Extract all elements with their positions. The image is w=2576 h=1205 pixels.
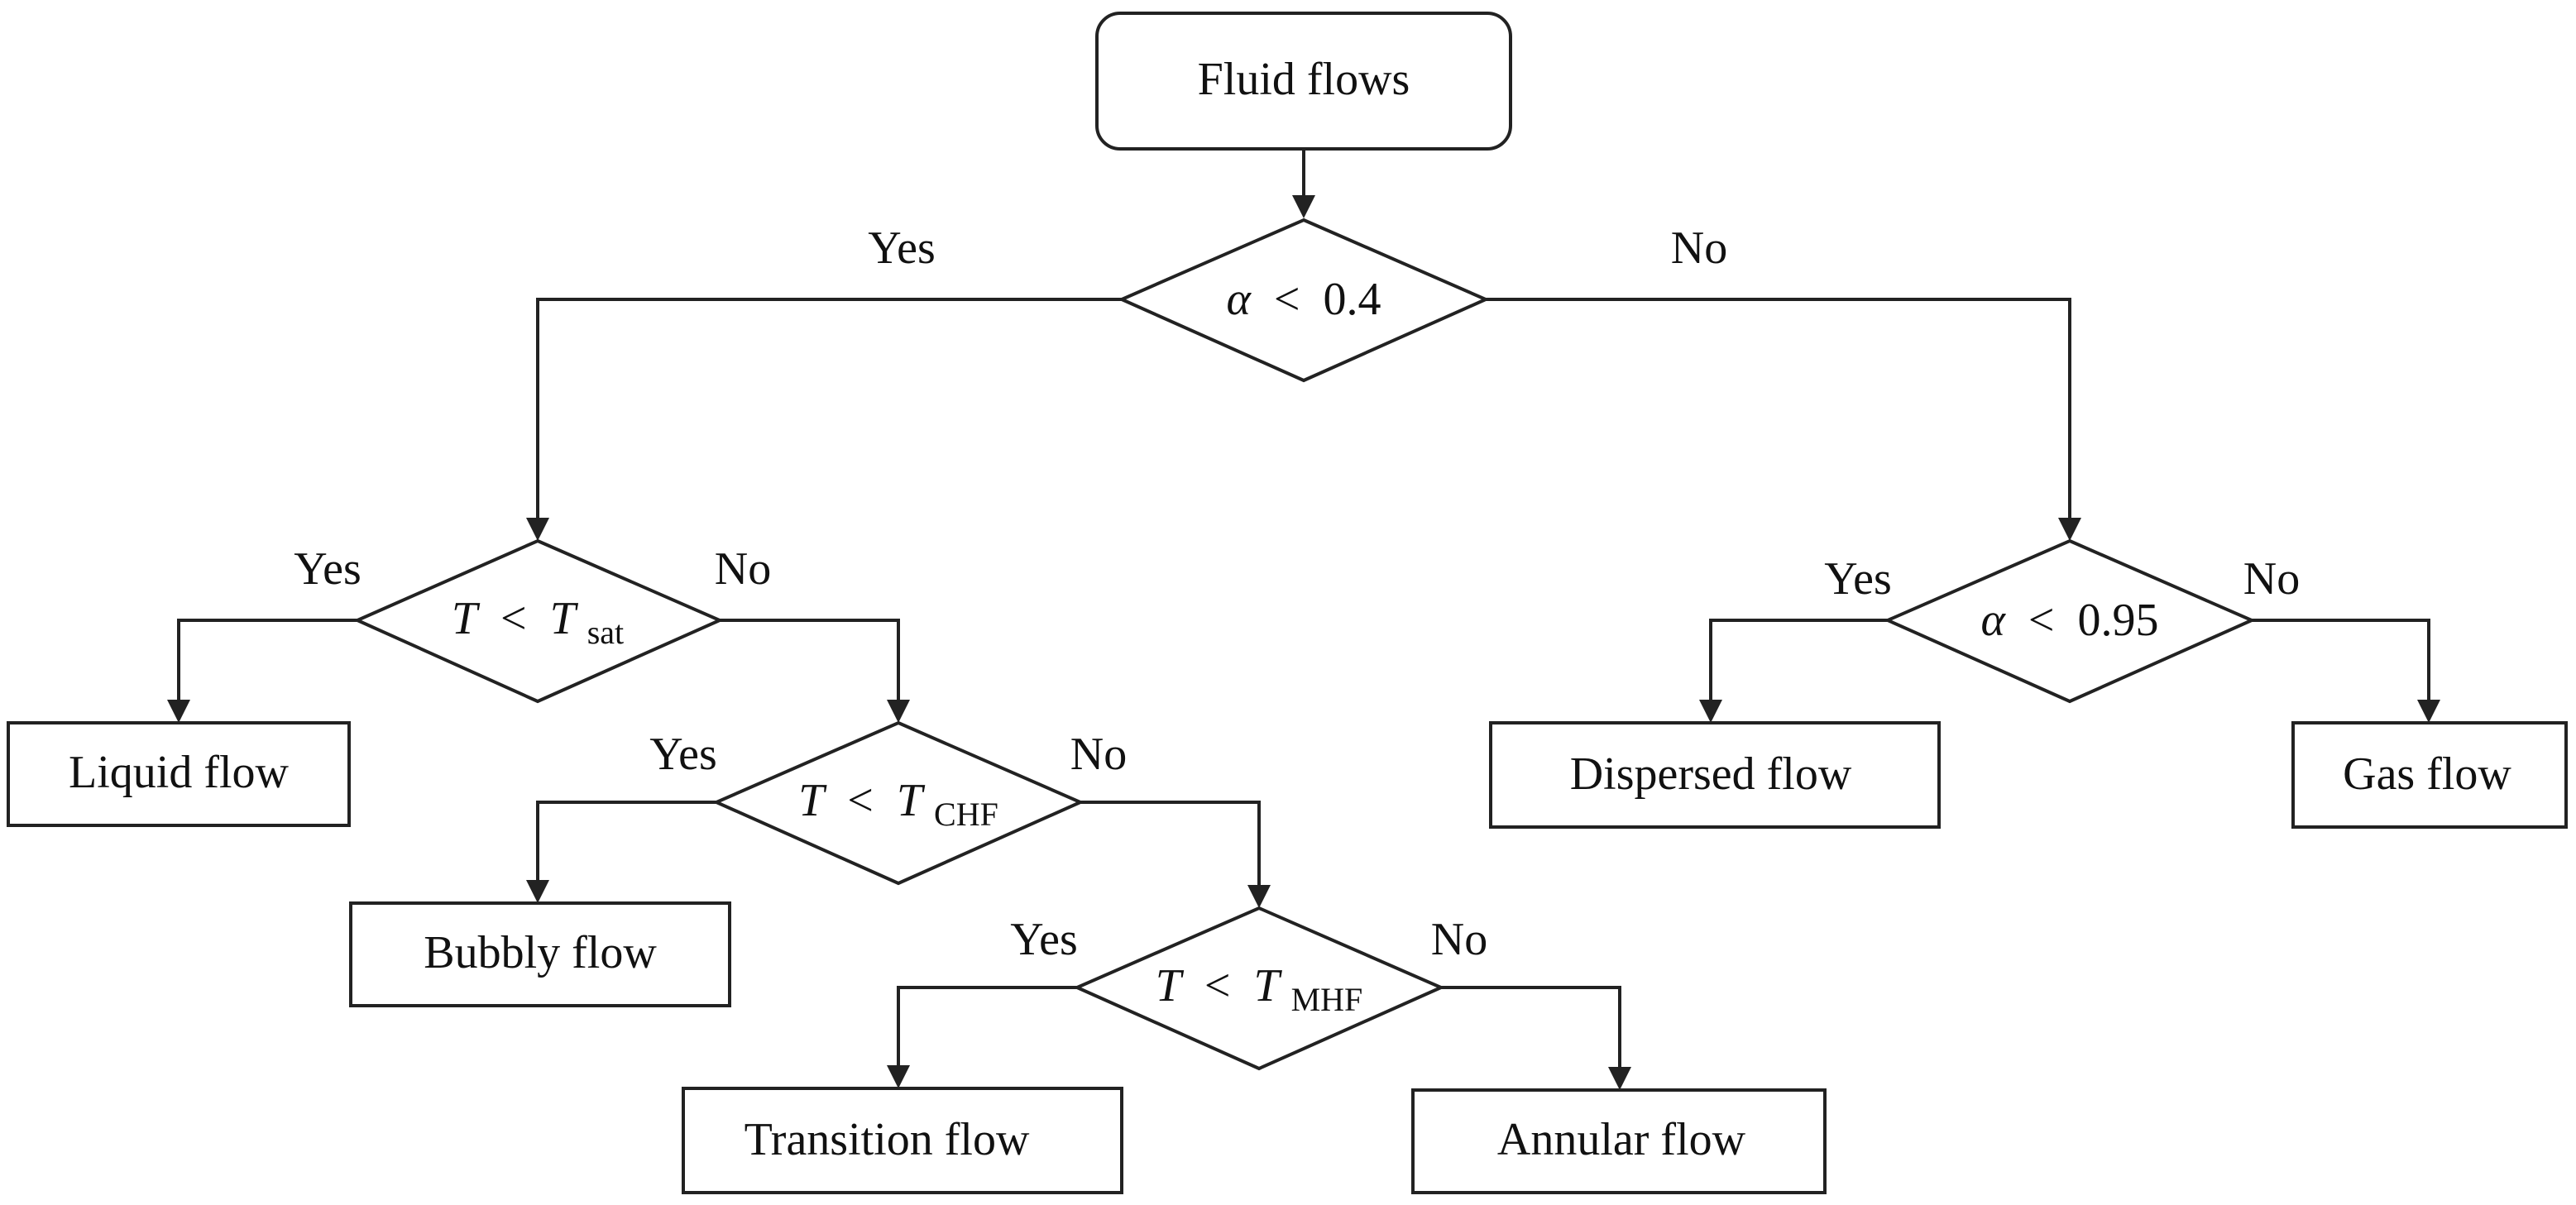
decision-alpha-0-95-no-label: No xyxy=(2243,553,2300,605)
outcome-bubbly-flow: Bubbly flow xyxy=(349,901,731,1007)
decision-alpha-0-95-yes-label: Yes xyxy=(1824,553,1891,605)
decision-alpha-0-4-no-label: No xyxy=(1671,222,1727,274)
outcome-dispersed-flow-label: Dispersed flow xyxy=(1570,748,1852,800)
arrowhead xyxy=(526,880,549,903)
decision-t-sat-no-label: No xyxy=(715,543,771,595)
decision-t-mhf: T < T MHF Yes No xyxy=(1010,906,1487,1071)
arrowhead xyxy=(1292,195,1315,218)
connector-tmhf-yes xyxy=(897,986,1077,1067)
decision-alpha-0-4-label: α < 0.4 xyxy=(1227,274,1381,325)
outcome-annular-flow-label: Annular flow xyxy=(1497,1114,1746,1165)
outcome-transition-flow-label: Transition flow xyxy=(745,1114,1030,1165)
connector-alpha095-no xyxy=(2252,619,2430,701)
arrowhead xyxy=(1608,1067,1631,1090)
outcome-dispersed-flow: Dispersed flow xyxy=(1489,721,1941,829)
connector-tchf-yes xyxy=(536,801,716,882)
outcome-gas-flow: Gas flow xyxy=(2291,721,2568,829)
start-label: Fluid flows xyxy=(1198,54,1410,105)
arrowhead xyxy=(1247,885,1271,908)
decision-t-sat: T < T sat Yes No xyxy=(294,538,771,704)
decision-t-mhf-label: T < T MHF xyxy=(1156,960,1363,1018)
decision-alpha-0-95-label: α < 0.95 xyxy=(1981,595,2159,646)
decision-t-mhf-yes-label: Yes xyxy=(1010,914,1077,965)
arrowhead xyxy=(887,700,910,723)
decision-t-chf: T < T CHF Yes No xyxy=(649,720,1127,886)
decision-alpha-0-95: α < 0.95 Yes No xyxy=(1824,538,2300,704)
connector-tchf-no xyxy=(1080,801,1261,887)
outcome-bubbly-flow-label: Bubbly flow xyxy=(424,927,657,978)
arrowhead xyxy=(2058,518,2081,541)
connector-alpha04-no xyxy=(1486,298,2071,519)
arrowhead xyxy=(167,700,190,723)
arrowhead xyxy=(526,518,549,541)
decision-t-chf-label: T < T CHF xyxy=(798,775,998,833)
decision-t-chf-no-label: No xyxy=(1070,729,1127,780)
connector-tsat-yes xyxy=(177,619,357,701)
connector-alpha095-yes xyxy=(1709,619,1888,701)
arrowhead xyxy=(887,1065,910,1088)
decision-t-mhf-no-label: No xyxy=(1431,914,1487,965)
connector-alpha04-yes xyxy=(536,298,1122,519)
decision-t-sat-label: T < T sat xyxy=(452,593,624,651)
outcome-liquid-flow-label: Liquid flow xyxy=(69,747,290,798)
decision-alpha-0-4-yes-label: Yes xyxy=(868,222,935,274)
outcome-transition-flow: Transition flow xyxy=(682,1087,1123,1194)
arrowhead xyxy=(2417,700,2440,723)
connector-tmhf-no xyxy=(1441,986,1621,1069)
decision-alpha-0-4: α < 0.4 Yes No xyxy=(868,218,1727,383)
connector-tsat-no xyxy=(720,619,900,701)
arrowhead xyxy=(1699,700,1722,723)
decision-t-sat-yes-label: Yes xyxy=(294,543,361,595)
outcome-liquid-flow: Liquid flow xyxy=(7,721,351,827)
outcome-annular-flow: Annular flow xyxy=(1411,1088,1827,1194)
decision-t-chf-yes-label: Yes xyxy=(649,729,716,780)
outcome-gas-flow-label: Gas flow xyxy=(2343,748,2511,800)
start-node: Fluid flows xyxy=(1095,12,1512,151)
